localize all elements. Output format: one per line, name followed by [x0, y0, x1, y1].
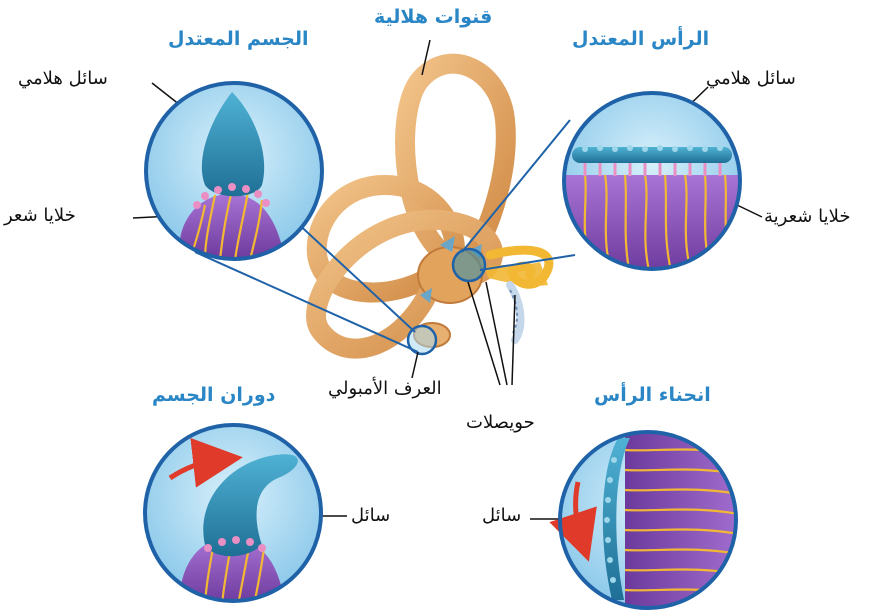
vestibule-highlight	[453, 249, 485, 281]
label-fluid-right: سائل	[482, 505, 521, 526]
title-body-rotation: دوران الجسم	[152, 384, 275, 406]
label-ampullary-crest: العرف الأمبولي	[328, 378, 442, 399]
label-fluid-left: سائل	[351, 505, 390, 526]
title-semicircular-canals: قنوات هلالية	[374, 6, 492, 28]
head-upright-circle	[560, 93, 750, 275]
title-head-upright: الرأس المعتدل	[572, 28, 709, 50]
label-gelatinous-fluid-left: سائل هلامي	[18, 68, 108, 89]
title-body-upright: الجسم المعتدل	[168, 28, 309, 50]
label-vesicles: حويصلات	[466, 412, 535, 433]
body-upright-circle	[146, 83, 322, 260]
label-hair-cells-right: خلايا شعرية	[764, 206, 850, 227]
label-gelatinous-fluid-right: سائل هلامي	[706, 68, 796, 89]
otolith-membrane	[572, 147, 732, 163]
head-tilt-circle	[560, 430, 755, 610]
title-head-tilt: انحناء الرأس	[594, 384, 711, 406]
label-hair-cells-left: خلايا شعر	[4, 205, 76, 226]
body-rotation-circle	[145, 425, 321, 605]
